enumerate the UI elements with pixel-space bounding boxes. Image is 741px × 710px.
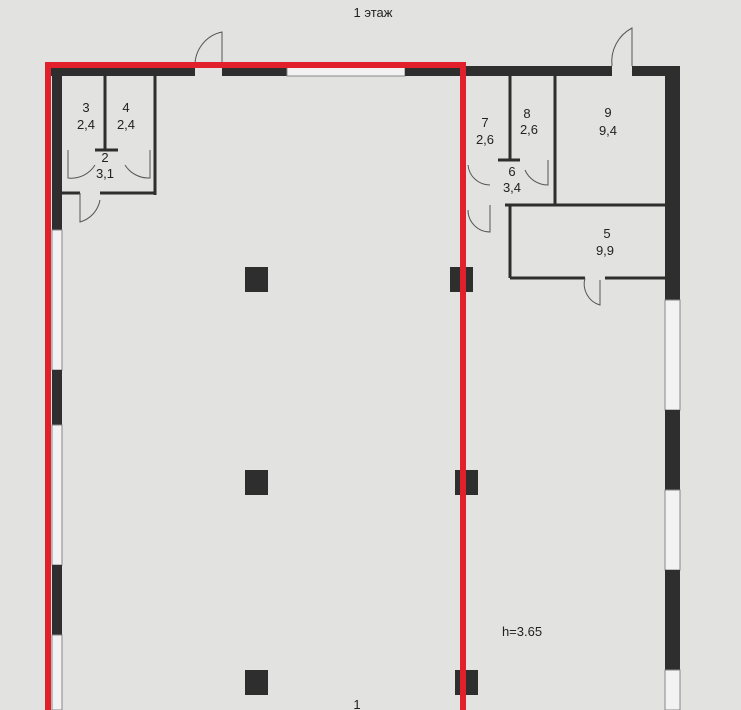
- room-7-area: 2,6: [476, 132, 494, 147]
- window: [51, 424, 63, 566]
- window: [664, 489, 681, 571]
- doors: [67, 27, 633, 306]
- room-9-area: 9,4: [599, 123, 617, 138]
- floor-title: 1 этаж: [354, 5, 393, 20]
- room-2-number: 2: [101, 150, 108, 165]
- exterior-walls: [45, 65, 681, 710]
- room-5-area: 9,9: [596, 243, 614, 258]
- window: [664, 669, 681, 710]
- ceiling-height: h=3.65: [502, 624, 542, 639]
- room-8-number: 8: [523, 106, 530, 121]
- column: [245, 470, 268, 495]
- column: [245, 670, 268, 695]
- room-labels: 2 3,1 3 2,4 4 2,4 5 9,9 6 3,4 7 2,6 8 2,…: [77, 100, 617, 258]
- room-6-number: 6: [508, 164, 515, 179]
- room-4-number: 4: [122, 100, 129, 115]
- window: [664, 299, 681, 411]
- column: [245, 267, 268, 292]
- room-6-area: 3,4: [503, 180, 521, 195]
- room-3-area: 2,4: [77, 117, 95, 132]
- room-3-number: 3: [82, 100, 89, 115]
- window: [51, 634, 63, 710]
- column: [455, 670, 478, 695]
- room-2-area: 3,1: [96, 166, 114, 181]
- room-4-area: 2,4: [117, 117, 135, 132]
- column: [455, 470, 478, 495]
- window: [51, 229, 63, 371]
- room-8-area: 2,6: [520, 122, 538, 137]
- interior-walls: [62, 76, 665, 280]
- room-9-number: 9: [604, 105, 611, 120]
- room-7-number: 7: [481, 115, 488, 130]
- room-1-number: 1: [353, 697, 360, 710]
- highlighted-area-outline: [45, 62, 466, 710]
- room-5-number: 5: [603, 226, 610, 241]
